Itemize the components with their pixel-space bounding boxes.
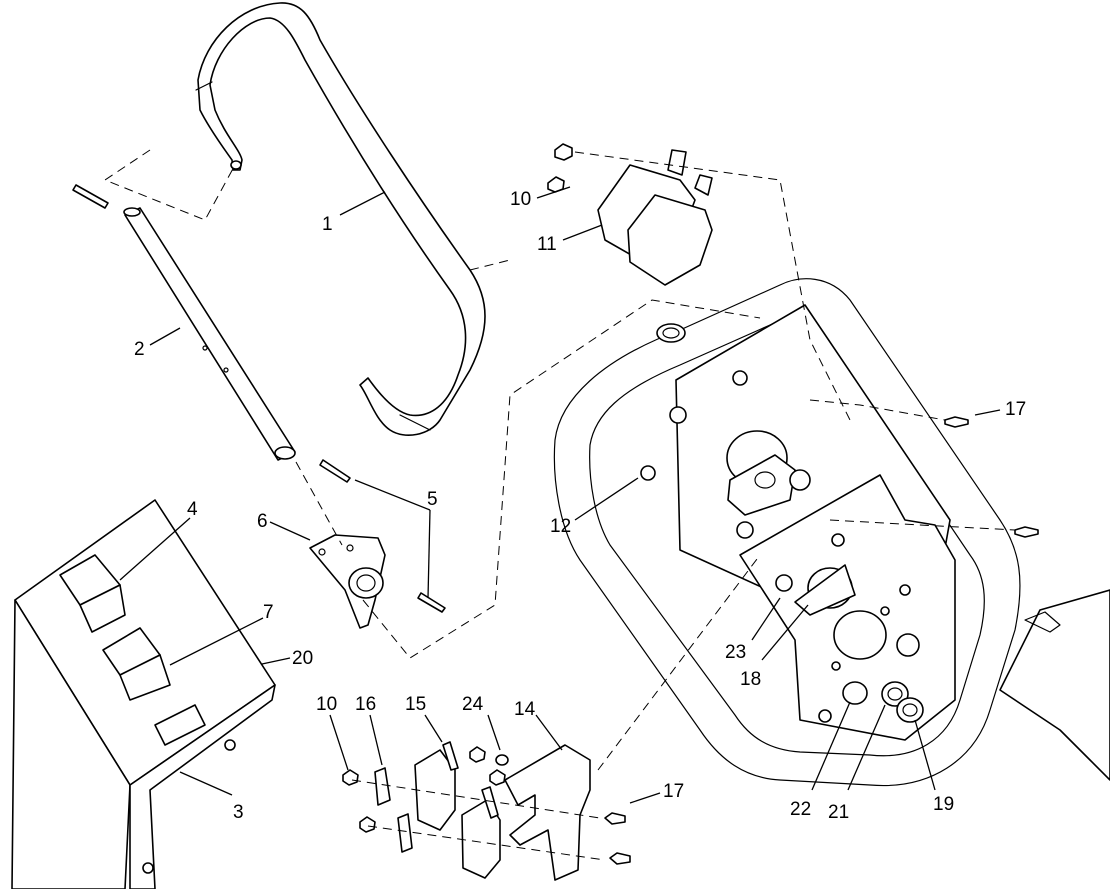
callout-20: 20 bbox=[292, 648, 313, 669]
callout-14: 14 bbox=[514, 699, 536, 720]
relay-part bbox=[547, 143, 713, 286]
callout-7: 7 bbox=[263, 602, 274, 623]
frame-assembly-part bbox=[553, 278, 1110, 865]
handle-bar-part bbox=[195, 2, 486, 436]
callout-21: 21 bbox=[828, 802, 849, 823]
callout-18: 18 bbox=[740, 669, 761, 690]
mounting-bracket-part bbox=[342, 741, 591, 881]
callout-4: 4 bbox=[187, 499, 198, 520]
callout-17-bottom: 17 bbox=[663, 781, 684, 802]
callout-15: 15 bbox=[405, 694, 426, 715]
callout-leaders bbox=[119, 186, 1001, 804]
callout-16: 16 bbox=[355, 694, 376, 715]
callout-19: 19 bbox=[933, 794, 954, 815]
callout-12: 12 bbox=[550, 516, 571, 537]
callout-2: 2 bbox=[134, 339, 145, 360]
rod-part bbox=[72, 184, 446, 613]
callout-23: 23 bbox=[725, 642, 746, 663]
callout-1: 1 bbox=[322, 214, 333, 235]
callout-17-top: 17 bbox=[1005, 399, 1026, 420]
callout-10-top: 10 bbox=[510, 189, 531, 210]
callout-3: 3 bbox=[233, 802, 244, 823]
callout-24: 24 bbox=[462, 694, 484, 715]
control-box-part bbox=[11, 499, 276, 889]
assembly-guide-lines bbox=[103, 149, 1016, 861]
callout-10-bottom: 10 bbox=[316, 694, 337, 715]
callout-11: 11 bbox=[537, 234, 557, 255]
callout-5: 5 bbox=[427, 489, 438, 510]
callout-labels: 1 2 3 4 5 6 7 10 10 11 12 14 15 16 17 17… bbox=[134, 189, 1026, 823]
callout-22: 22 bbox=[790, 799, 811, 820]
callout-6: 6 bbox=[257, 511, 268, 532]
